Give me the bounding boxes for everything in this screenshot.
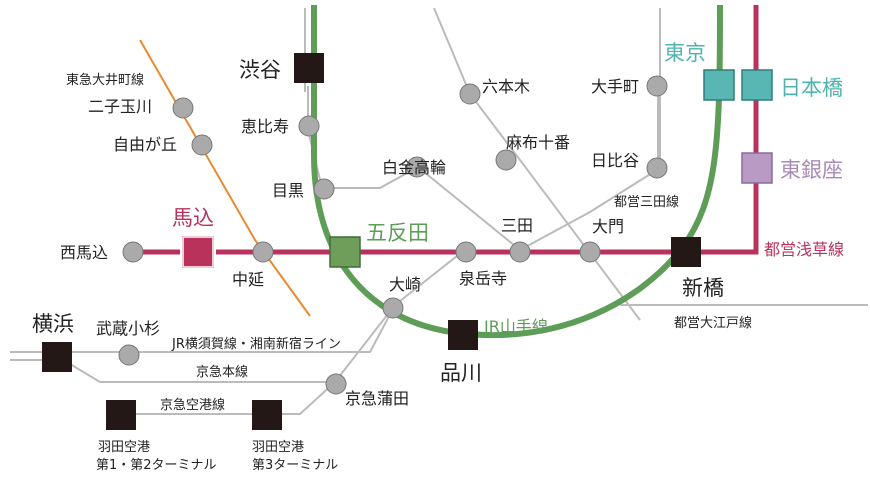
station-futakotamagawa-marker: [172, 97, 194, 119]
station-label-azabujuban: 麻布十番: [506, 133, 570, 152]
line-jr-yokosuka: [10, 251, 463, 353]
station-higashiginza-marker: [741, 152, 773, 184]
station-label-mita: 三田: [501, 216, 533, 235]
line-labels: 都営浅草線 JR山手線 東急大井町線 都営三田線 都営大江戸線 JR横須賀線・湘…: [66, 72, 844, 413]
station-ebisu-marker: [298, 115, 320, 137]
station-haneda-t12-marker: [106, 400, 136, 430]
line-tokyu-oimachi: [139, 39, 311, 317]
station-label-hibiya: 日比谷: [591, 151, 639, 170]
station-meguro-marker: [313, 178, 335, 200]
station-label-haneda-t12-line1: 羽田空港: [98, 440, 150, 455]
station-label-shibuya: 渋谷: [239, 58, 281, 82]
station-label-shirokanetakanawa: 白金高輪: [382, 158, 446, 177]
station-azabujuban-marker: [495, 149, 517, 171]
station-label-daimon: 大門: [592, 217, 624, 236]
line-label-keikyu-airport: 京急空港線: [160, 397, 225, 413]
stations-hub: [42, 53, 773, 430]
station-gotanda-marker: [329, 236, 361, 268]
station-shibuya-marker: [294, 53, 324, 83]
station-daimon-marker: [579, 241, 601, 263]
line-jr-yamanote: [311, 4, 723, 339]
station-sengakuji-marker: [455, 241, 477, 263]
station-shinagawa-marker: [448, 320, 478, 350]
line-toei-asakusa: [128, 5, 759, 255]
station-label-haneda-t12-line2: 第1・第2ターミナル: [96, 458, 217, 473]
station-label-ebisu: 恵比寿: [241, 117, 289, 136]
station-label-haneda-t3-line1: 羽田空港: [252, 440, 304, 455]
line-label-toei-asakusa: 都営浅草線: [764, 240, 844, 259]
station-label-haneda-t3-line2: 第3ターミナル: [252, 458, 338, 473]
station-label-magome: 馬込: [172, 206, 214, 230]
station-label-osaki: 大崎: [389, 275, 421, 294]
station-label-keikyukamata: 京急蒲田: [345, 389, 409, 408]
line-label-jr-yokosuka-shonan: JR横須賀線・湘南新宿ライン: [171, 336, 341, 352]
line-label-tokyu-oimachi: 東急大井町線: [66, 72, 144, 88]
station-label-meguro: 目黒: [272, 181, 304, 200]
line-meguro-mita: [322, 166, 521, 251]
station-shinbashi-marker: [671, 237, 701, 267]
station-label-shinagawa: 品川: [440, 361, 482, 385]
station-roppongi-marker: [459, 83, 481, 105]
station-osaki-marker: [382, 297, 404, 319]
station-label-sengakuji: 泉岳寺: [459, 269, 507, 288]
stations-small: [118, 75, 668, 395]
station-hibiya-marker: [646, 157, 668, 179]
station-label-gotanda: 五反田: [366, 221, 429, 245]
station-label-roppongi: 六本木: [482, 77, 530, 96]
station-jiyugaoka-marker: [191, 134, 213, 156]
station-label-tokyo: 東京: [664, 41, 706, 65]
station-label-futakotamagawa: 二子玉川: [88, 97, 152, 116]
station-label-yokohama: 横浜: [32, 312, 74, 336]
station-label-nihonbashi: 日本橋: [780, 76, 843, 100]
station-nihonbashi-marker: [741, 69, 773, 101]
station-mita-marker: [509, 241, 531, 263]
station-label-higashiginza: 東銀座: [780, 158, 843, 182]
station-label-musashikosugi: 武蔵小杉: [96, 319, 160, 338]
station-shirokanetakanawa-marker: [406, 156, 428, 178]
line-label-toei-mita: 都営三田線: [614, 194, 679, 210]
station-label-nishimagome: 西馬込: [60, 243, 108, 262]
line-keikyu-airport: [120, 381, 336, 415]
line-label-keikyu-main: 京急本線: [196, 364, 248, 380]
station-labels: 馬込 西馬込 中延 五反田 大崎 泉岳寺 三田 大門 新橋 品川 渋谷 恵比寿 …: [32, 41, 843, 473]
station-musashikosugi-marker: [118, 344, 140, 366]
station-nishimagome-marker: [122, 241, 144, 263]
station-magome-marker: [180, 234, 216, 270]
line-keikyu-main: [49, 304, 396, 383]
line-label-toei-oedo: 都営大江戸線: [674, 315, 752, 331]
station-haneda-t3-marker: [252, 400, 282, 430]
line-label-jr-yamanote: JR山手線: [483, 317, 548, 336]
station-magome-marker-outline: [182, 236, 214, 268]
station-otemachi-marker: [646, 75, 668, 97]
station-label-otemachi: 大手町: [591, 77, 639, 96]
station-yokohama-marker: [42, 342, 72, 372]
station-label-jiyugaoka: 自由が丘: [113, 135, 177, 154]
station-nakanobu-marker: [252, 241, 274, 263]
station-label-shinbashi: 新橋: [682, 276, 724, 300]
line-toei-mita: [519, 8, 661, 251]
station-label-nakanobu: 中延: [232, 270, 264, 289]
station-tokyo-marker: [703, 69, 735, 101]
station-keikyukamata-marker: [325, 373, 347, 395]
line-hibiya-oedo: [433, 7, 641, 321]
